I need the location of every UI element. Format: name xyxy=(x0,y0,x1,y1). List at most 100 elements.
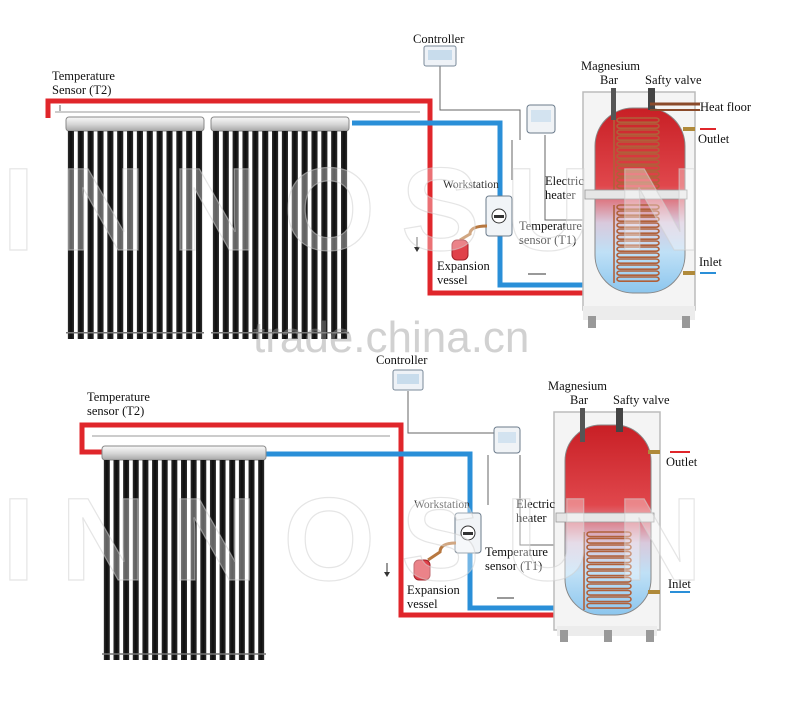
top-pump-controller xyxy=(526,104,556,134)
bottom-expansion-label-2: vessel xyxy=(407,597,438,611)
bottom-pump-controller xyxy=(493,426,521,454)
vacuum-tube xyxy=(238,460,245,660)
vacuum-tube xyxy=(311,131,318,339)
vacuum-tube xyxy=(281,131,288,339)
vacuum-tube xyxy=(291,131,298,339)
bottom-magnesium-bar xyxy=(580,408,585,442)
vacuum-tube xyxy=(222,131,229,339)
top-heat-floor-coil xyxy=(613,117,660,190)
top-temp-sensor-t1-label-2: sensor (T1) xyxy=(519,233,576,247)
vacuum-tube xyxy=(272,131,279,339)
vacuum-tube xyxy=(176,131,183,339)
vacuum-tube xyxy=(103,460,110,660)
vacuum-tube xyxy=(113,460,120,660)
vacuum-tube xyxy=(341,131,348,339)
top-expansion-label-2: vessel xyxy=(437,273,468,287)
top-magnesium-label-2: Bar xyxy=(600,73,619,87)
top-controller-label: Controller xyxy=(413,32,465,46)
vacuum-tube xyxy=(248,460,255,660)
bottom-expansion-label-1: Expansion xyxy=(407,583,461,597)
bottom-temp-sensor-t2-label-2: sensor (T2) xyxy=(87,404,144,418)
vacuum-tube xyxy=(181,460,187,660)
top-outlet-label: Outlet xyxy=(698,132,730,146)
top-system: Controller Temperature Sensor (T2) Magne… xyxy=(45,32,752,339)
top-electric-label-1: Electric xyxy=(545,174,584,188)
top-hot-pipe xyxy=(45,98,592,296)
vacuum-tube xyxy=(258,460,265,660)
vacuum-tube xyxy=(301,131,308,339)
top-collector-right-header xyxy=(210,116,350,132)
top-expansion-vessel xyxy=(451,224,488,261)
top-inlet-label: Inlet xyxy=(699,255,722,269)
vacuum-tube xyxy=(161,460,168,660)
vacuum-tube xyxy=(209,460,216,660)
top-temp-sensor-t1-label-1: Temperature xyxy=(519,219,582,233)
vacuum-tube xyxy=(321,131,328,339)
top-collector-left xyxy=(65,116,205,339)
top-control-wire xyxy=(59,62,590,221)
vacuum-tube xyxy=(156,131,163,339)
bottom-system: Controller Temperature sensor (T2) Magne… xyxy=(79,353,698,660)
bottom-collector-header xyxy=(101,445,267,461)
bottom-expansion-vessel xyxy=(413,541,457,581)
vacuum-tube xyxy=(136,131,143,339)
vacuum-tube xyxy=(200,460,207,660)
vacuum-tube xyxy=(67,131,74,339)
vacuum-tube xyxy=(229,460,236,660)
vacuum-tube xyxy=(132,460,139,660)
bottom-hot-pipe xyxy=(79,422,560,618)
top-electric-label-2: heater xyxy=(545,188,576,202)
top-temp-sensor-t2-label-2: Sensor (T2) xyxy=(52,83,111,97)
bottom-controller-label: Controller xyxy=(376,353,428,367)
top-magnesium-label-1: Magnesium xyxy=(581,59,640,73)
top-controller xyxy=(423,45,457,67)
bottom-workstation-label: Workstation xyxy=(414,499,470,511)
top-collector-left-header xyxy=(65,116,205,132)
vacuum-tube xyxy=(242,131,249,339)
bottom-safety-valve-label: Safty valve xyxy=(613,393,670,407)
vacuum-tube xyxy=(331,131,338,339)
top-collector-right xyxy=(210,116,350,339)
bottom-magnesium-label-1: Magnesium xyxy=(548,379,607,393)
bottom-electric-heater xyxy=(555,512,655,523)
bottom-electric-label-2: heater xyxy=(516,511,547,525)
top-safety-valve xyxy=(648,88,655,110)
bottom-temp-sensor-t1-label-1: Temperature xyxy=(485,545,548,559)
bottom-workstation xyxy=(454,512,482,554)
vacuum-tube xyxy=(142,460,149,660)
top-workstation xyxy=(485,195,513,237)
vacuum-tube xyxy=(152,460,159,660)
vacuum-tube xyxy=(219,460,226,660)
vacuum-tube xyxy=(212,131,219,339)
top-solar-coil xyxy=(613,204,660,283)
top-safety-valve-label: Safty valve xyxy=(645,73,702,87)
vacuum-tube xyxy=(252,131,259,339)
bottom-inlet-label: Inlet xyxy=(668,577,691,591)
vacuum-tube xyxy=(107,131,114,339)
bottom-collector xyxy=(101,445,267,660)
vacuum-tube xyxy=(117,131,124,339)
bottom-outlet-label: Outlet xyxy=(666,455,698,469)
vacuum-tube xyxy=(146,131,153,339)
bottom-safety-valve xyxy=(616,408,623,432)
bottom-solar-coil xyxy=(583,531,632,610)
vacuum-tube xyxy=(196,131,203,339)
top-magnesium-bar xyxy=(611,88,616,120)
vacuum-tube xyxy=(87,131,94,339)
vacuum-tube xyxy=(127,131,134,339)
top-heat-floor-label: Heat floor xyxy=(700,100,752,114)
top-solar-collectors xyxy=(65,116,350,339)
bottom-temp-sensor-t1-label-2: sensor (T1) xyxy=(485,559,542,573)
top-expansion-label-1: Expansion xyxy=(437,259,491,273)
vacuum-tube xyxy=(190,460,197,660)
top-temp-sensor-t2-label-1: Temperature xyxy=(52,69,115,83)
top-workstation-label: Workstation xyxy=(443,179,499,191)
vacuum-tube xyxy=(97,131,104,339)
vacuum-tube xyxy=(232,131,239,339)
vacuum-tube xyxy=(123,460,130,660)
vacuum-tube xyxy=(171,460,178,660)
bottom-magnesium-label-2: Bar xyxy=(570,393,589,407)
vacuum-tube xyxy=(166,131,173,339)
vacuum-tube xyxy=(77,131,84,339)
